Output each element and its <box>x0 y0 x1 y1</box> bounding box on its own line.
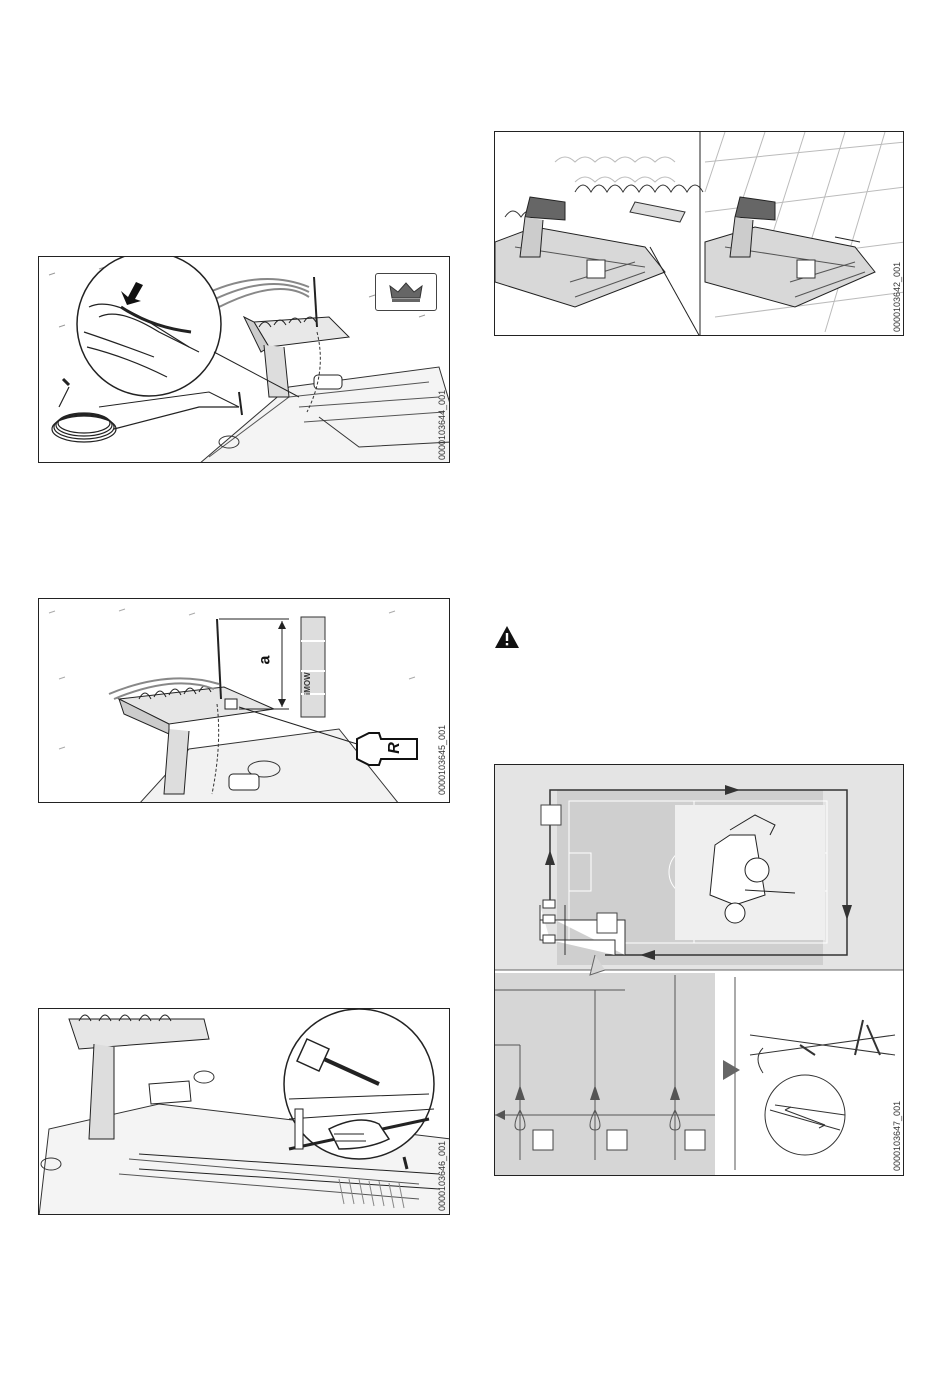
figure-code: 0000103647_001 <box>892 1101 902 1171</box>
dimension-tag-illustration <box>39 599 450 803</box>
tag-letter: R <box>386 742 404 754</box>
figure-code: 0000103646_001 <box>437 1141 447 1211</box>
crown-badge <box>375 273 437 311</box>
callout-box <box>587 260 605 278</box>
figure-code: 0000103642_001 <box>892 262 902 332</box>
figure-docking-cable: 0000103644_001 <box>38 256 450 463</box>
callout-box <box>541 805 561 825</box>
callout-box <box>597 913 617 933</box>
figure-field-wiring: 0000103647_001 <box>494 764 904 1176</box>
warning-triangle-icon <box>494 625 520 649</box>
figure-dimension-tag: a iMOW R 0000103645_001 <box>38 598 450 803</box>
figure-docking-surfaces: 0000103642_001 <box>494 131 904 336</box>
callout-box <box>533 1130 553 1150</box>
figure-hammer-peg: 0000103646_001 <box>38 1008 450 1215</box>
callout-box <box>607 1130 627 1150</box>
field-wiring-illustration <box>495 765 904 1176</box>
callout-box <box>685 1130 705 1150</box>
figure-code: 0000103644_001 <box>437 390 447 460</box>
figure-code: 0000103645_001 <box>437 725 447 795</box>
gauge-text: iMOW <box>303 672 312 695</box>
hammer-peg-illustration <box>39 1009 450 1215</box>
docking-surfaces-illustration <box>495 132 904 336</box>
crown-icon <box>376 274 436 310</box>
dimension-label: a <box>256 656 274 665</box>
callout-box <box>797 260 815 278</box>
